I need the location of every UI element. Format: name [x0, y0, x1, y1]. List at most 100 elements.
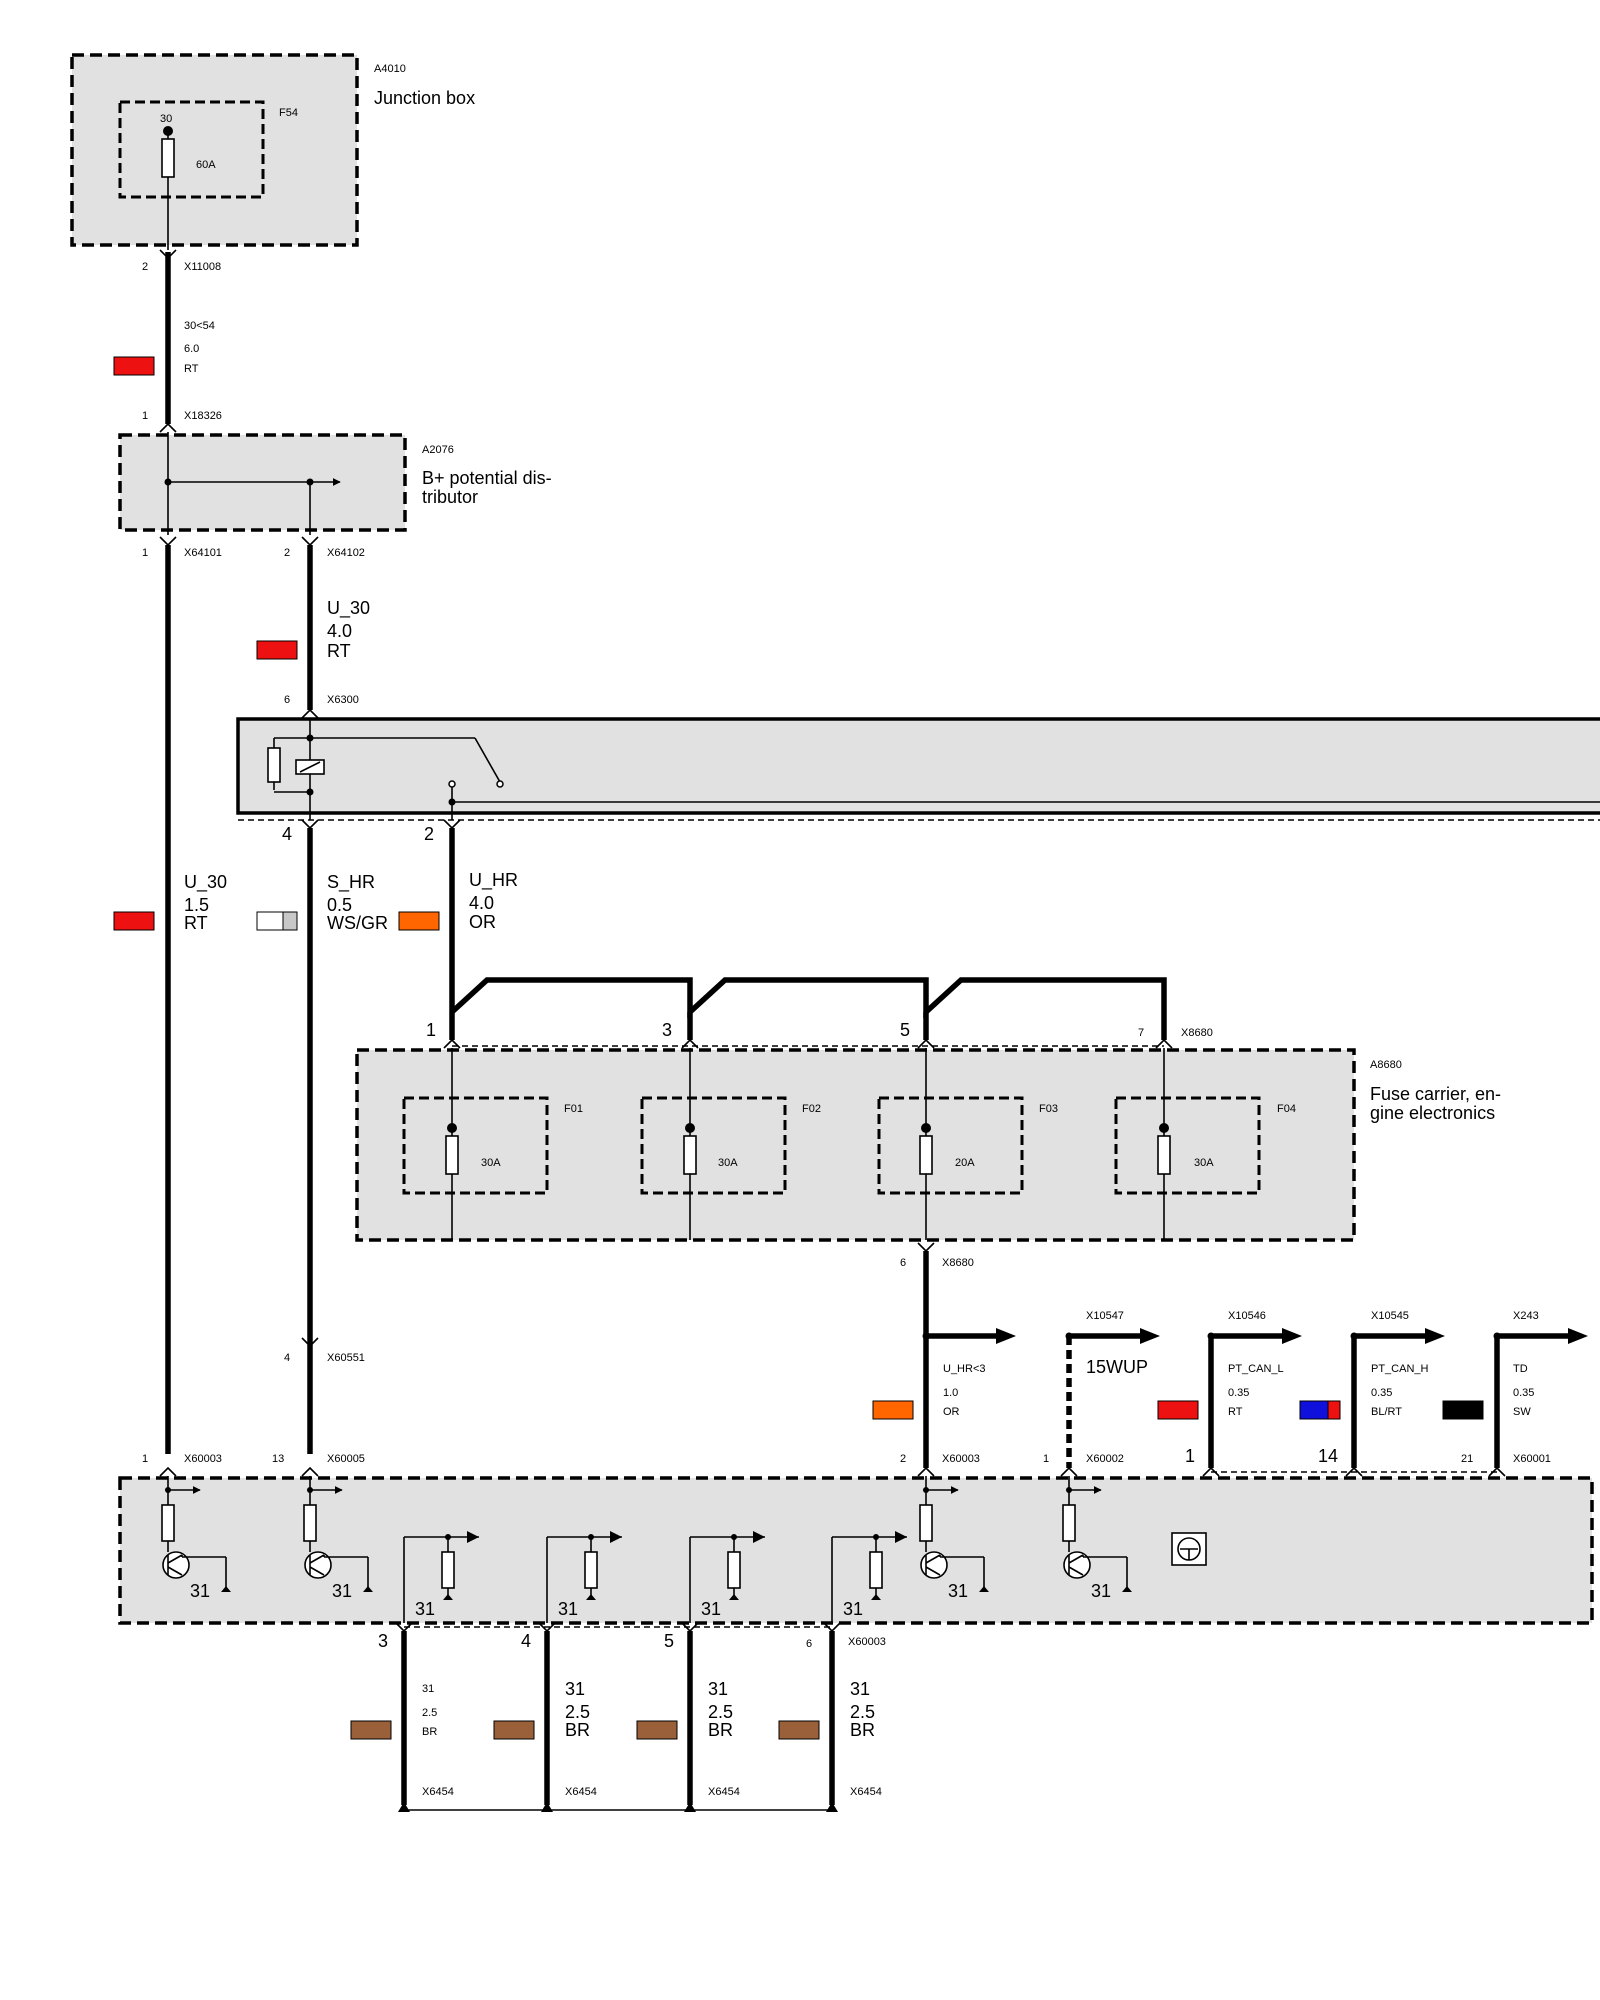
- svg-text:15WUP: 15WUP: [1086, 1357, 1148, 1377]
- wire-pt-can-h: X10545 PT_CAN_H 0.35 BL/RT 14: [1299, 1310, 1445, 1468]
- svg-text:4.0: 4.0: [469, 893, 494, 913]
- ground-icon: [729, 1594, 739, 1600]
- svg-text:PT_CAN_L: PT_CAN_L: [1228, 1363, 1284, 1375]
- svg-text:X60005: X60005: [327, 1453, 365, 1465]
- connectors-x64101-x64102: 1 X64101 2 X64102: [142, 536, 365, 559]
- svg-text:4: 4: [284, 1352, 290, 1364]
- ground-size: 2.5: [850, 1702, 875, 1722]
- svg-text:B+ potential dis-: B+ potential dis-: [422, 468, 552, 488]
- svg-text:X60003: X60003: [848, 1636, 886, 1648]
- svg-text:F04: F04: [1277, 1103, 1296, 1115]
- ecu-sensor-icon: [1171, 1532, 1207, 1566]
- fuse-icon: [683, 1135, 697, 1175]
- resistor-icon: [584, 1551, 598, 1589]
- svg-text:1: 1: [142, 1453, 148, 1465]
- svg-text:30A: 30A: [481, 1157, 501, 1169]
- ground-color: BR: [708, 1720, 733, 1740]
- ground-icon: [443, 1594, 453, 1600]
- resistor-icon: [919, 1504, 933, 1542]
- ground-wires: X60003 3312.5BRX64544312.5BRX64545312.5B…: [350, 1622, 886, 1812]
- ground-label: 31: [558, 1599, 578, 1619]
- ground-icon: [1122, 1586, 1132, 1592]
- svg-text:0.35: 0.35: [1371, 1387, 1392, 1399]
- wire-color-white: [256, 911, 284, 931]
- wire-u30-1-5: U_30 1.5 RT: [113, 545, 227, 1454]
- svg-text:tributor: tributor: [422, 487, 478, 507]
- wire-color-red: [113, 911, 155, 931]
- svg-text:0.35: 0.35: [1513, 1387, 1534, 1399]
- svg-text:U_HR: U_HR: [469, 870, 518, 891]
- svg-text:A8680: A8680: [1370, 1059, 1402, 1071]
- svg-text:X60002: X60002: [1086, 1453, 1124, 1465]
- svg-text:2: 2: [284, 547, 290, 559]
- ground-color: BR: [422, 1726, 437, 1738]
- ground-size: 2.5: [422, 1707, 437, 1719]
- ground-label: 31: [843, 1599, 863, 1619]
- svg-text:1: 1: [426, 1020, 436, 1040]
- svg-text:30A: 30A: [1194, 1157, 1214, 1169]
- svg-text:1: 1: [142, 410, 148, 422]
- ground-pin: 4: [521, 1631, 531, 1651]
- wire-color-grey: [282, 911, 298, 931]
- wire-color-red: [113, 356, 155, 376]
- fuse-f04: F04 30A: [1114, 1048, 1296, 1240]
- arrow-icon: [610, 1531, 622, 1543]
- ground-label: 31: [701, 1599, 721, 1619]
- svg-text:1.5: 1.5: [184, 895, 209, 915]
- svg-text:RT: RT: [184, 913, 208, 933]
- svg-text:RT: RT: [184, 363, 199, 375]
- fuse-f01: F01 30A: [402, 1048, 583, 1240]
- svg-text:S_HR: S_HR: [327, 872, 375, 893]
- ground-icon: [586, 1594, 596, 1600]
- svg-text:4: 4: [282, 824, 292, 844]
- ground-label: 31: [415, 1599, 435, 1619]
- fuse-f54-rating: 60A: [196, 159, 216, 171]
- wire-15wup: X10547 15WUP 1 X60002: [1043, 1310, 1160, 1468]
- ground-icon: [221, 1586, 231, 1592]
- svg-text:6: 6: [900, 1257, 906, 1269]
- ground-signal: 31: [850, 1679, 870, 1699]
- svg-text:U_30: U_30: [327, 598, 370, 619]
- a4010-title: Junction box: [374, 88, 475, 108]
- resistor-icon: [441, 1551, 455, 1589]
- svg-text:OR: OR: [469, 912, 496, 932]
- fuse-icon: [1157, 1135, 1171, 1175]
- svg-text:gine electronics: gine electronics: [1370, 1103, 1495, 1123]
- fuse-f54-pin: 30: [160, 113, 172, 125]
- svg-text:F03: F03: [1039, 1103, 1058, 1115]
- wire-color-orange: [398, 911, 440, 931]
- svg-text:X60003: X60003: [184, 1453, 222, 1465]
- ground-signal: 31: [565, 1679, 585, 1699]
- svg-text:1: 1: [142, 547, 148, 559]
- ground-icon: [979, 1586, 989, 1592]
- svg-text:13: 13: [272, 1453, 284, 1465]
- fuse-icon: [445, 1135, 459, 1175]
- svg-text:7: 7: [1138, 1027, 1144, 1039]
- wire-color-brown: [350, 1720, 392, 1740]
- svg-text:X64101: X64101: [184, 547, 222, 559]
- svg-text:1: 1: [1043, 1453, 1049, 1465]
- ground-pin: 5: [664, 1631, 674, 1651]
- ground-label: 31: [332, 1581, 352, 1601]
- svg-text:Fuse carrier, en-: Fuse carrier, en-: [1370, 1084, 1501, 1104]
- svg-text:OR: OR: [943, 1406, 960, 1418]
- ecu-ground-stages: 31 31 31 31: [403, 1531, 907, 1623]
- ground-color: BR: [565, 1720, 590, 1740]
- svg-text:RT: RT: [1228, 1406, 1243, 1418]
- svg-text:PT_CAN_H: PT_CAN_H: [1371, 1363, 1429, 1375]
- control-unit: [118, 1466, 1594, 1625]
- svg-text:X11008: X11008: [184, 261, 221, 273]
- svg-text:X8680: X8680: [942, 1257, 974, 1269]
- ground-pin: 6: [806, 1638, 812, 1650]
- wire-s-hr: S_HR 0.5 WS/GR 4 X60551: [256, 828, 388, 1454]
- svg-text:3: 3: [662, 1020, 672, 1040]
- ground-size: 2.5: [708, 1702, 733, 1722]
- junction-box-a4010: A4010 Junction box F54 30 60A: [70, 53, 475, 250]
- svg-text:14: 14: [1318, 1446, 1338, 1466]
- connector-x6454: X6454: [708, 1786, 740, 1798]
- transistor-icon: [1063, 1551, 1091, 1579]
- ground-label: 31: [190, 1581, 210, 1601]
- svg-text:30<54: 30<54: [184, 320, 215, 332]
- connector-x6454: X6454: [422, 1786, 454, 1798]
